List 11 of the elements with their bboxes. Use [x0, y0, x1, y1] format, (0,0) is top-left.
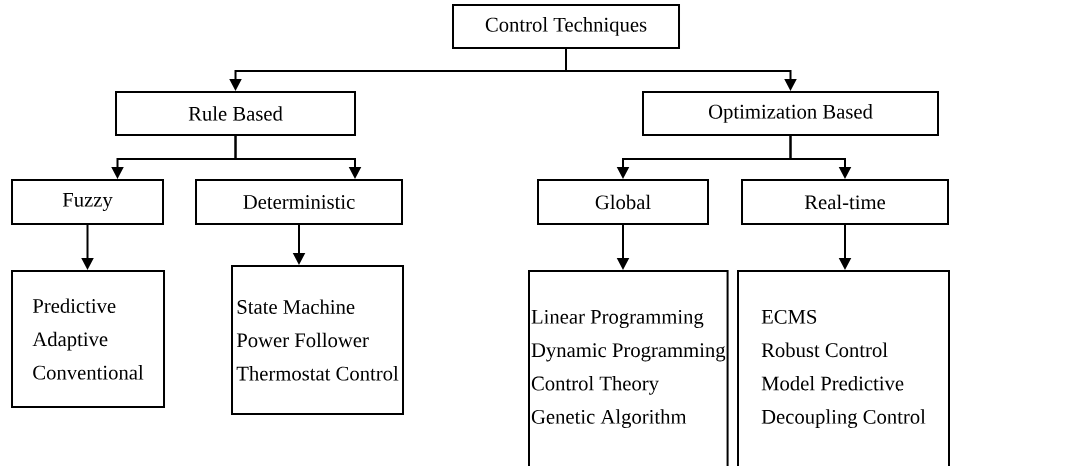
category-box: Optimization Based	[642, 91, 939, 136]
list-box: Linear Programming Dynamic Programming Control Theory Genetic Algorithm	[528, 270, 729, 466]
category-box: Global	[537, 179, 709, 225]
list-box: ECMS Robust Control Model Predictive Decoupling Control	[737, 270, 950, 466]
category-box: Deterministic	[195, 179, 403, 225]
category-box: Fuzzy	[11, 179, 164, 225]
list-box: State Machine Power Follower Thermostat Control	[231, 265, 404, 415]
category-box: Rule Based	[115, 91, 356, 136]
category-box: Real-time	[741, 179, 949, 225]
category-box: Control Techniques	[452, 4, 680, 49]
list-box: Predictive Adaptive Conventional	[11, 270, 165, 408]
